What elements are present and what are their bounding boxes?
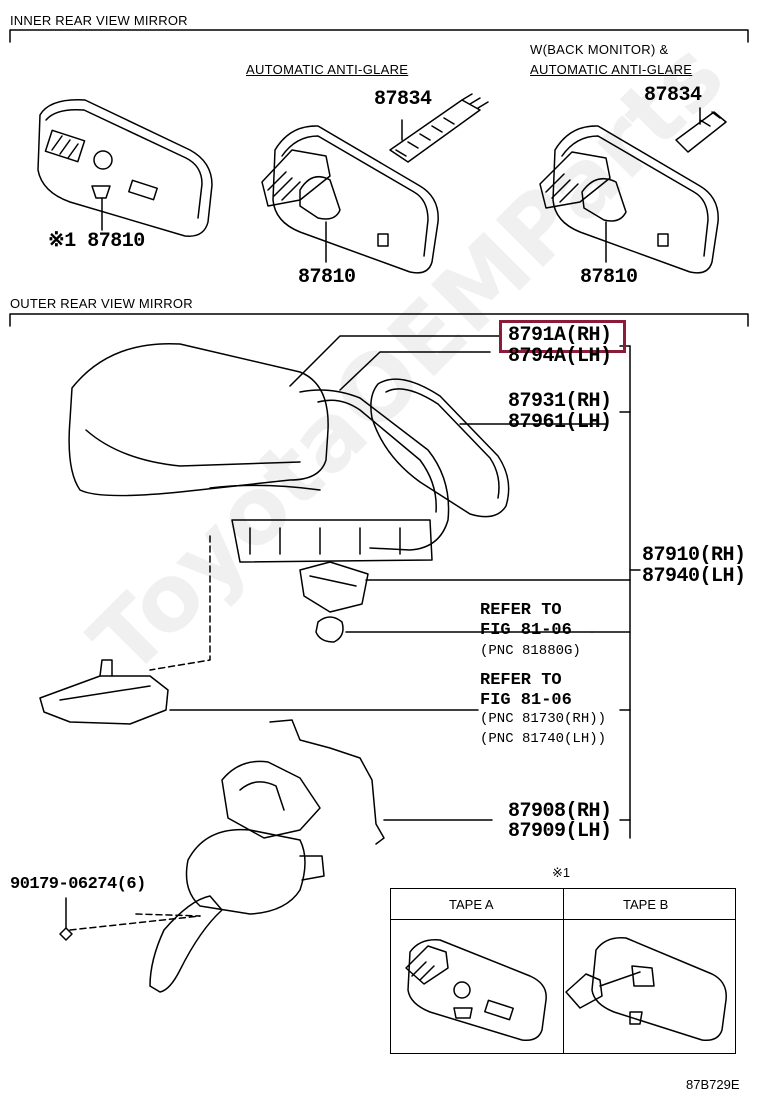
refer-to-2-line2[interactable]: FIG 81-06 <box>480 691 572 710</box>
part-number-87908[interactable]: 87908(RH) <box>508 800 612 823</box>
tape-b-mirror <box>565 937 727 1042</box>
part-number-87910[interactable]: 87910(RH) <box>642 544 746 567</box>
variant-c-label-line2: AUTOMATIC ANTI-GLARE <box>530 62 693 77</box>
variant-b-label: AUTOMATIC ANTI-GLARE <box>246 62 409 77</box>
part-number-87810-b[interactable]: 87810 <box>298 266 356 289</box>
figure-code: 87B729E <box>686 1077 740 1092</box>
part-number-87909[interactable]: 87909(LH) <box>508 820 612 843</box>
part-number-87961[interactable]: 87961(LH) <box>508 411 612 434</box>
mirror-housing <box>231 351 491 563</box>
mirror-glass <box>370 378 607 518</box>
inner-section-title: INNER REAR VIEW MIRROR <box>10 13 188 28</box>
part-number-87834-b[interactable]: 87834 <box>374 88 432 111</box>
part-number-87834-c[interactable]: 87834 <box>644 84 702 107</box>
table-note-mark: ※1 <box>552 865 571 880</box>
mirror-cover <box>68 335 501 497</box>
inner-mirror-a <box>37 99 213 237</box>
part-number-87810-c[interactable]: 87810 <box>580 266 638 289</box>
part-number-87810-a[interactable]: ※1 87810 <box>48 230 145 253</box>
refer-to-2-pnc1: (PNC 81730(RH)) <box>480 711 607 727</box>
tape-a-header: TAPE A <box>449 897 494 912</box>
tape-table-divider <box>563 889 564 1053</box>
tape-table: TAPE A TAPE B <box>390 888 736 1054</box>
selected-part-highlight <box>499 320 626 353</box>
variant-c-label-line1: W(BACK MONITOR) & <box>530 42 669 57</box>
part-number-8794a[interactable]: 8794A(LH) <box>508 345 612 368</box>
part-number-87940[interactable]: 87940(LH) <box>642 565 746 588</box>
inner-mirror-c <box>539 107 727 274</box>
inner-section-bracket <box>9 29 749 43</box>
part-number-87931[interactable]: 87931(RH) <box>508 390 612 413</box>
turn-lamp <box>39 535 479 725</box>
part-number-8791a[interactable]: 8791A(RH) <box>508 324 612 347</box>
lamp-part <box>299 561 631 643</box>
outer-section-bracket <box>9 313 749 327</box>
outer-section-title: OUTER REAR VIEW MIRROR <box>10 296 193 311</box>
refer-to-1-line1[interactable]: REFER TO <box>480 601 562 620</box>
refer-to-1-pnc: (PNC 81880G) <box>480 643 581 659</box>
refer-to-1-line2[interactable]: FIG 81-06 <box>480 621 572 640</box>
tape-a-mirror <box>405 939 547 1042</box>
refer-to-2-line1[interactable]: REFER TO <box>480 671 562 690</box>
tape-b-header: TAPE B <box>623 897 669 912</box>
refer-to-2-pnc2: (PNC 81740(LH)) <box>480 731 607 747</box>
inner-mirror-b <box>261 93 489 274</box>
part-number-90179[interactable]: 90179-06274(6) <box>10 875 146 894</box>
mirror-base <box>59 719 493 993</box>
